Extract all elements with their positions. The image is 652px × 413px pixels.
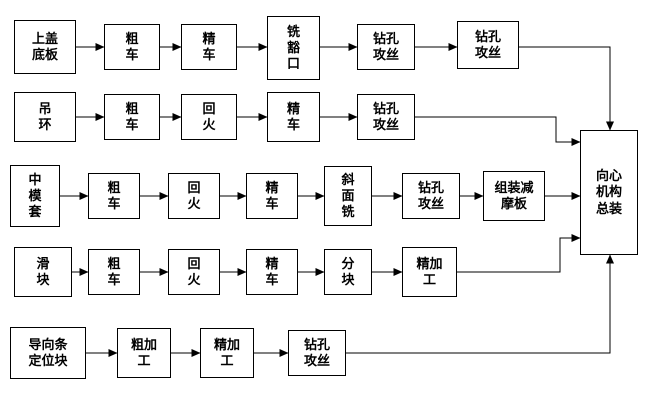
step-box-r4-fine-machining: 精加 工 [402,247,457,297]
step-box-r1-drill-tap-2: 钻孔 攻丝 [457,21,519,69]
step-box-r1-mill-notch: 铣 豁 口 [267,16,320,80]
step-box-r5-rough-machining: 粗加 工 [117,328,171,378]
step-box-r1-rough-turning: 粗 车 [104,24,160,70]
step-box-r5-drill-tap: 钻孔 攻丝 [288,330,346,376]
part-box-lifting-ring: 吊 环 [14,92,76,142]
step-box-r4-tempering: 回 火 [168,249,220,295]
step-box-r4-splitting: 分 块 [324,249,372,295]
step-box-r4-fine-turning: 精 车 [246,249,298,295]
step-box-r2-drill-tap: 钻孔 攻丝 [357,94,415,140]
step-box-r3-tempering: 回 火 [168,173,220,219]
part-box-guide-strip-positioning-block: 导向条 定位块 [10,327,86,379]
step-box-r3-drill-tap: 钻孔 攻丝 [402,173,460,219]
step-box-r1-fine-turning: 精 车 [181,24,237,70]
part-box-middle-die-sleeve: 中 模 套 [10,165,60,227]
step-box-r4-rough-turning: 粗 车 [88,249,140,295]
step-box-r2-rough-turning: 粗 车 [104,94,160,140]
part-box-top-cover-base-plate: 上盖 底板 [14,20,76,74]
step-box-r3-assemble-friction-plate: 组装减 摩板 [483,171,545,221]
step-box-r3-bevel-milling: 斜 面 铣 [324,166,372,226]
step-box-r3-rough-turning: 粗 车 [88,173,140,219]
step-box-r3-fine-turning: 精 车 [246,173,298,219]
step-box-r1-drill-tap-1: 钻孔 攻丝 [357,24,415,70]
part-box-slider: 滑 块 [14,247,72,297]
final-assembly-box: 向心 机构 总装 [580,130,638,255]
step-box-r5-fine-machining: 精加 工 [200,328,254,378]
step-box-r2-tempering: 回 火 [181,94,237,140]
step-box-r2-fine-turning: 精 车 [267,92,320,142]
